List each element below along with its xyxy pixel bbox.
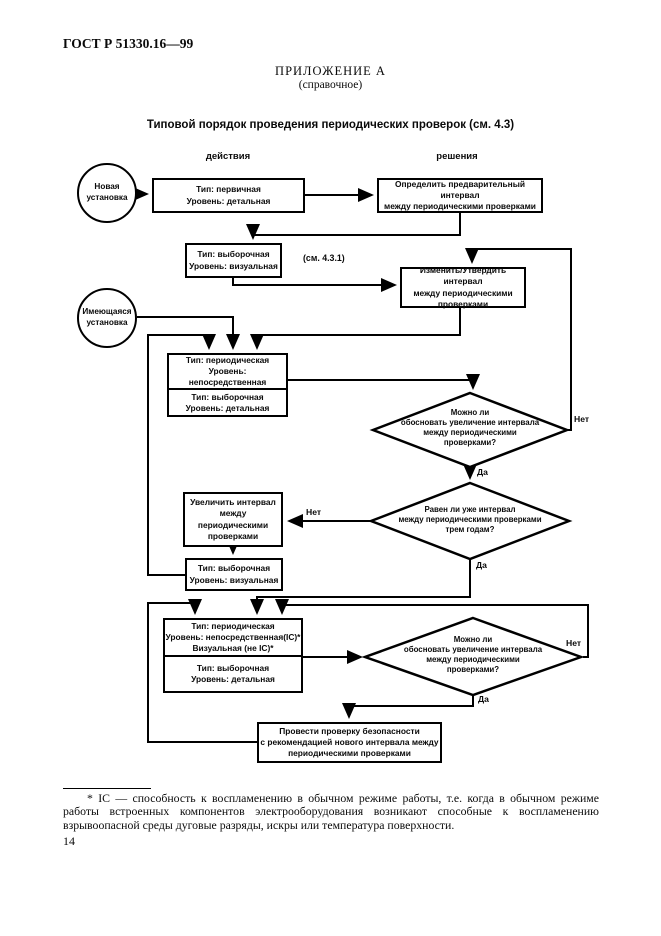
connector-change-to-periodic1: [250, 307, 461, 350]
diamond-line: Можно ли: [453, 635, 493, 644]
box-line: периодическими проверками: [288, 748, 411, 759]
box-line: Уровень: детальная: [185, 402, 270, 413]
box-initial-inspection: Тип: первичная Уровень: детальная: [152, 178, 305, 213]
connector-diamond3-no-loop-to-periodic2: [275, 599, 589, 658]
box-periodic-2-top-section: Тип: периодическая Уровень: непосредстве…: [165, 620, 301, 657]
start-circle-existing-installation: Имеющаяся установка: [77, 288, 137, 348]
connector-sample-to-change: [232, 278, 397, 292]
label-yes-diamond1: Да: [477, 467, 488, 477]
box-line: проверками: [207, 530, 259, 541]
doc-code: ГОСТ Р 51330.16—99: [63, 36, 194, 51]
box-line: Уровень: детальная: [186, 195, 271, 206]
diamond-line: между периодическими: [426, 655, 520, 665]
box-line: Тип: выборочная: [197, 563, 271, 574]
label-no-diamond2: Нет: [306, 507, 322, 517]
connector-visual-loop-to-periodic1: [147, 334, 216, 576]
connector-existing-to-periodic1: [137, 316, 240, 350]
box-sample-visual: Тип: выборочная Уровень: визуальная: [185, 243, 282, 278]
diamond-line: проверками?: [443, 438, 497, 448]
diamond-line: Равен ли уже интервал: [424, 505, 516, 514]
connector-periodic1-to-diamond1: [288, 374, 480, 390]
connector-diamond2-yes-to-periodic2: [250, 559, 471, 615]
diamond-line: проверками?: [446, 665, 500, 675]
box-line: Уровень: непосредственная: [188, 366, 267, 388]
appendix-subtitle: (справочное): [298, 79, 363, 91]
box-line: Уровень: непосредственная(IC)*: [165, 631, 301, 642]
see-reference-label: (см. 4.3.1): [303, 253, 345, 263]
box-periodic-1-bottom-section: Тип: выборочная Уровень: детальная: [169, 390, 286, 415]
box-line: Тип: выборочная: [197, 249, 270, 260]
column-header-decisions: решения: [436, 151, 478, 162]
box-line: Уровень: визуальная: [189, 260, 278, 271]
box-periodic-inspection-1: Тип: периодическая Уровень: непосредстве…: [167, 353, 288, 417]
box-line: Тип: выборочная: [196, 662, 270, 673]
box-line: проверками: [437, 298, 489, 309]
start-circle-new-line: Новая: [94, 182, 120, 192]
start-circle-new-line: установка: [86, 193, 128, 202]
connector-diamond3-yes-to-safety: [342, 695, 474, 719]
box-line: Уровень: детальная: [191, 673, 275, 684]
box-line: между периодическими проверками: [384, 201, 536, 212]
box-line: Визуальная (не IC)*: [192, 642, 274, 653]
box-determine-interval: Определить предварительный интервал межд…: [377, 178, 543, 213]
label-no-diamond1: Нет: [574, 414, 590, 424]
diamond-2-text: Равен ли уже интервал между периодически…: [380, 505, 560, 535]
box-line: Тип: выборочная: [191, 391, 264, 402]
label-no-diamond3: Нет: [566, 638, 582, 648]
footnote-text: * IC — способность к воспламенению в обы…: [63, 791, 599, 832]
box-line: Определить предварительный интервал: [394, 178, 526, 200]
box-change-confirm-interval: Изменить/Утвердить интервал между период…: [400, 265, 526, 309]
start-circle-new-installation: Новая установка: [77, 163, 137, 223]
box-line: Изменить/Утвердить интервал: [419, 265, 507, 287]
box-line: Провести проверку безопасности: [279, 725, 420, 736]
decision-diamond-1: [369, 391, 571, 469]
box-line: между периодическими: [413, 287, 513, 298]
appendix-title: ПРИЛОЖЕНИЕ А: [275, 64, 386, 78]
box-line: между: [219, 508, 247, 519]
footnote-rule: [63, 788, 151, 789]
box-increase-interval: Увеличить интервал между периодическими …: [183, 492, 283, 547]
box-line: Тип: периодическая: [185, 355, 270, 365]
box-line: Уровень: визуальная: [189, 574, 279, 585]
box-line: периодическими: [197, 519, 269, 530]
page-number: 14: [63, 834, 75, 848]
diamond-line: между периодическими проверками: [398, 515, 542, 525]
diamond-line: между периодическими: [423, 428, 517, 438]
box-periodic-inspection-2: Тип: периодическая Уровень: непосредстве…: [163, 618, 303, 693]
diamond-line: трем годам?: [445, 525, 495, 535]
box-line: Тип: периодическая: [191, 620, 275, 631]
start-circle-existing-line: Имеющаяся: [82, 307, 132, 317]
box-safety-review: Провести проверку безопасности с рекомен…: [257, 722, 442, 763]
diamond-line: Можно ли: [450, 408, 490, 417]
box-periodic-1-top-section: Тип: периодическая Уровень: непосредстве…: [169, 355, 286, 391]
decision-diamond-3: [361, 616, 585, 697]
diamond-line: обосновать увеличение интервала: [400, 418, 540, 428]
box-line: Увеличить интервал: [190, 497, 276, 508]
connector-safety-loop-to-periodic2: [147, 599, 257, 743]
box-line: с рекомендацией нового интервала между: [260, 736, 439, 747]
diamond-1-text: Можно ли обосновать увеличение интервала…: [390, 408, 550, 448]
label-yes-diamond2: Да: [476, 560, 487, 570]
column-header-actions: действия: [205, 151, 251, 162]
box-line: Тип: первичная: [196, 184, 261, 195]
label-yes-diamond3: Да: [478, 694, 489, 704]
connector-determine-to-sample: [246, 213, 461, 240]
box-sample-visual-2: Тип: выборочная Уровень: визуальная: [185, 558, 283, 591]
start-circle-existing-line: установка: [86, 318, 128, 327]
decision-diamond-2: [367, 481, 573, 561]
figure-title: Типовой порядок проведения периодических…: [146, 119, 515, 131]
box-periodic-2-bottom-section: Тип: выборочная Уровень: детальная: [165, 657, 301, 692]
diamond-line: обосновать увеличение интервала: [403, 645, 543, 655]
diamond-3-text: Можно ли обосновать увеличение интервала…: [393, 635, 553, 675]
